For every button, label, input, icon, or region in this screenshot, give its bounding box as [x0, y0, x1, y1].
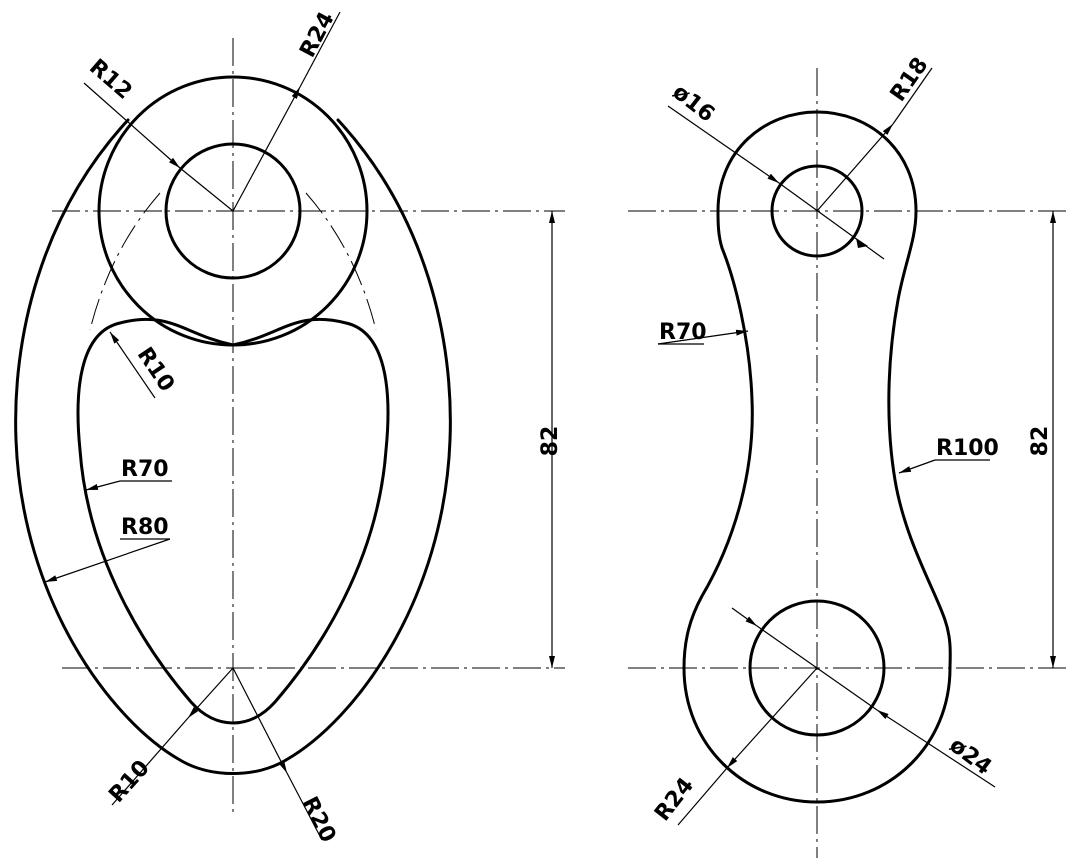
- left-r24-label: R24: [295, 8, 339, 62]
- right-d16-leader-through: [778, 182, 885, 260]
- right-r24-leader-ext: [677, 767, 728, 826]
- right-r18-leader: [816, 123, 894, 212]
- right-outer-contour: [682, 110, 952, 804]
- left-outer-contour: [14, 118, 452, 775]
- left-construction-arc-left: [89, 192, 161, 331]
- right-r18-leader-ext: [892, 67, 933, 125]
- right-d24-label: ø24: [945, 733, 997, 780]
- left-r70-label: R70: [121, 457, 169, 482]
- left-r12-label: R12: [84, 55, 136, 105]
- right-r70-label: R70: [659, 320, 707, 345]
- left-r24-leader: [232, 86, 301, 212]
- left-r12-leader-center: [179, 167, 234, 212]
- right-d24-leader: [731, 607, 758, 627]
- right-r100-label: R100: [936, 436, 999, 461]
- right-r18-label: R18: [886, 53, 934, 106]
- left-r24-leader-ext: [299, 11, 341, 88]
- right-d16-label: ø16: [668, 80, 719, 128]
- left-r10-bottom-label: R10: [104, 756, 154, 808]
- left-r80-label: R80: [121, 515, 169, 540]
- left-r12-leader: [83, 82, 181, 169]
- left-r70-leader: [85, 480, 121, 491]
- right-r24-leader: [726, 667, 818, 769]
- right-r24-label: R24: [650, 773, 699, 826]
- right-top-hole: [770, 164, 864, 258]
- right-r100-leader: [898, 459, 936, 474]
- right-dim-82-label: 82: [1028, 426, 1053, 457]
- left-r80-leader: [44, 538, 171, 583]
- left-construction-arc-right: [305, 192, 377, 331]
- left-r20-label: R20: [297, 793, 341, 847]
- left-r20-leader: [232, 667, 288, 774]
- right-d16-leader: [667, 105, 780, 184]
- left-dim-82-label: 82: [538, 426, 563, 457]
- left-r20-leader-ext: [286, 772, 323, 841]
- left-part: 82 R24 R12 R10 R70 R80 R10 R20: [14, 8, 565, 847]
- left-top-hole: [164, 142, 302, 280]
- left-r10-top-label: R10: [132, 343, 179, 396]
- left-r10-bottom-leader-ext: [111, 717, 189, 806]
- right-d24-leader-out: [876, 709, 996, 788]
- right-d16-arrow-far: [856, 238, 868, 248]
- right-bottom-hole: [748, 599, 886, 737]
- left-r10-top-leader: [109, 331, 156, 399]
- right-r70-leader: [657, 329, 749, 345]
- right-part: 82 ø16 R18 R70 R100 ø24 R24: [628, 53, 1066, 858]
- left-r10-bottom-leader: [187, 667, 234, 719]
- left-inner-window: [76, 317, 390, 725]
